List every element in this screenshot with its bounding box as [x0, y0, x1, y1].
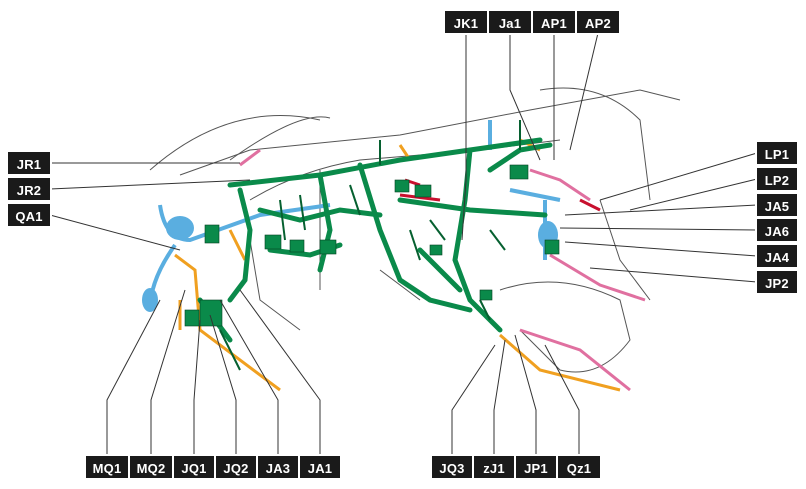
leader-line-Qz1 — [544, 344, 580, 456]
leader-line-Ja1 — [509, 33, 541, 161]
leader-line-JQ3 — [451, 344, 496, 456]
green-thin-branches — [219, 120, 521, 371]
leader-line-JA6 — [559, 227, 758, 231]
label-Ja1: Ja1 — [487, 9, 533, 35]
green-connectors — [184, 164, 560, 327]
label-QA1: QA1 — [6, 202, 52, 228]
label-MQ1: MQ1 — [84, 454, 130, 480]
label-JP1: JP1 — [514, 454, 558, 480]
leader-line-JR2 — [49, 179, 251, 190]
label-JA1: JA1 — [298, 454, 342, 480]
leader-line-JP2 — [589, 267, 758, 283]
label-JA6: JA6 — [755, 217, 799, 243]
label-MQ2: MQ2 — [128, 454, 174, 480]
label-JK1: JK1 — [443, 9, 489, 35]
label-LP1: LP1 — [755, 140, 799, 166]
label-Qz1: Qz1 — [556, 454, 602, 480]
pink-harness — [239, 148, 646, 392]
label-JQ1: JQ1 — [172, 454, 216, 480]
label-JA5: JA5 — [755, 192, 799, 218]
blue-harness — [148, 120, 561, 311]
label-JR2: JR2 — [6, 176, 52, 202]
leader-line-JP1 — [514, 334, 537, 456]
leader-line-JA3 — [219, 299, 279, 456]
label-JA4: JA4 — [755, 243, 799, 269]
dashboard-outline — [149, 87, 681, 373]
leader-line-JA5 — [564, 204, 758, 216]
label-JQ2: JQ2 — [214, 454, 258, 480]
leader-line-JK1 — [461, 33, 467, 241]
label-zJ1: zJ1 — [472, 454, 516, 480]
leader-line-LP2 — [629, 178, 758, 211]
leader-line-JQ2 — [209, 314, 237, 456]
green-harness — [197, 137, 553, 343]
leader-line-JQ1 — [193, 319, 201, 456]
leader-line-JA1 — [239, 289, 321, 456]
label-JP2: JP2 — [755, 269, 799, 295]
label-JR1: JR1 — [6, 150, 52, 176]
leader-line-QA1 — [49, 214, 181, 251]
leader-line-LP1 — [599, 152, 758, 201]
label-AP1: AP1 — [531, 9, 577, 35]
leader-line-JA4 — [564, 241, 758, 257]
leader-line-MQ1 — [106, 299, 161, 456]
label-JQ3: JQ3 — [430, 454, 474, 480]
leader-line-AP2 — [569, 32, 599, 151]
label-LP2: LP2 — [755, 166, 799, 192]
leader-line-MQ2 — [150, 289, 186, 456]
label-AP2: AP2 — [575, 9, 621, 35]
leader-lines — [49, 32, 758, 456]
blue-grommets — [142, 216, 558, 312]
label-JA3: JA3 — [256, 454, 300, 480]
leader-line-zJ1 — [493, 339, 506, 456]
